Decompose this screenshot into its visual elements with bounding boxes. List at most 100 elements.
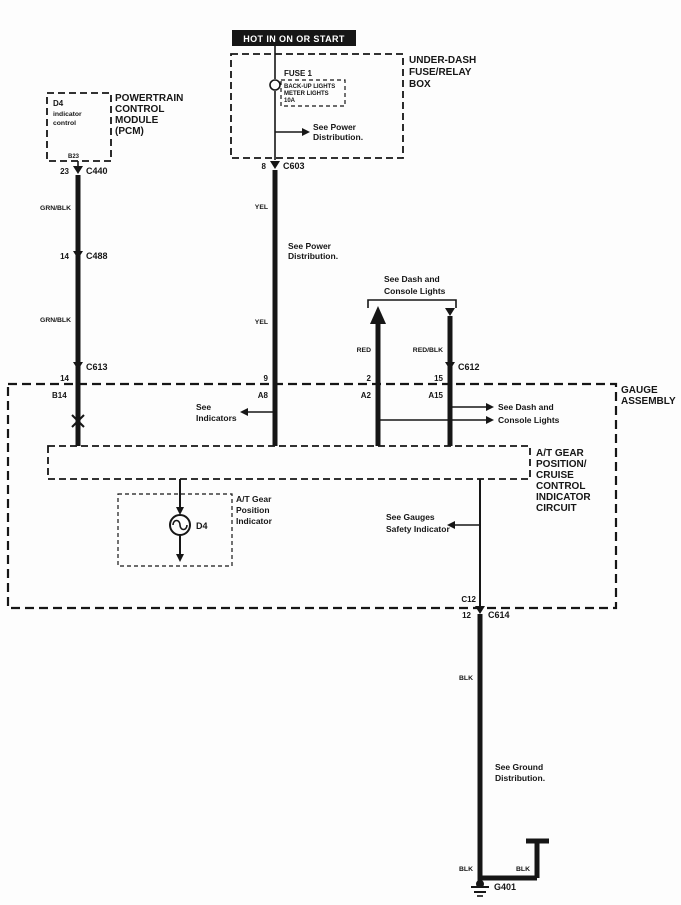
pcm-box-line2: indicator bbox=[53, 111, 82, 118]
c612-pin15-label: 15 bbox=[434, 374, 443, 383]
c612-pin2-label: 2 bbox=[367, 374, 372, 383]
see-indicators-label2: Indicators bbox=[196, 413, 237, 423]
gauge-title-line1: GAUGE bbox=[621, 385, 658, 396]
see-dash-arrow-upper-icon bbox=[486, 403, 494, 411]
pcm-box-line3: control bbox=[53, 120, 76, 127]
fuse-element-symbol bbox=[269, 79, 281, 91]
fuse-box-title-line2: FUSE/RELAY bbox=[409, 67, 472, 78]
circuit-title-line3: CRUISE bbox=[536, 470, 574, 481]
gauge-title-line2: ASSEMBLY bbox=[621, 396, 676, 407]
fuse-name-label: FUSE 1 bbox=[284, 69, 313, 78]
fuse-box-title-line1: UNDER-DASH bbox=[409, 55, 476, 66]
see-gauges-label2: Safety Indicator bbox=[386, 524, 450, 534]
circuit-title-line1: A/T GEAR bbox=[536, 448, 585, 459]
pcm-title-line4: (PCM) bbox=[115, 126, 144, 137]
indicator-box-outline bbox=[117, 493, 233, 567]
gauge-pin-a8-label: A8 bbox=[258, 391, 269, 400]
see-dash-right-label1: See Dash and bbox=[498, 402, 554, 412]
blk-wire-color-label-mid: BLK bbox=[459, 675, 473, 682]
see-indicators-arrow-icon bbox=[240, 408, 248, 416]
see-gauges-label1: See Gauges bbox=[386, 512, 435, 522]
hot-in-on-header-label: HOT IN ON OR START bbox=[243, 34, 345, 44]
pcm-section: D4 indicator control B23 POWERTRAIN CONT… bbox=[40, 92, 183, 446]
see-dash-top-label1: See Dash and bbox=[384, 274, 440, 284]
pcm-title-line3: MODULE bbox=[115, 115, 159, 126]
connector-c488-icon bbox=[73, 251, 83, 259]
gauge-pin-9-label: 9 bbox=[264, 374, 269, 383]
pcm-title-line2: CONTROL bbox=[115, 104, 164, 115]
see-power-mid-label1: See Power bbox=[288, 241, 332, 251]
grnblk-wire-color-label-bottom: GRN/BLK bbox=[40, 317, 71, 324]
c440-name-label: C440 bbox=[86, 166, 108, 176]
blk-wire-color-label-bottom: BLK bbox=[459, 866, 473, 873]
gauge-pin-b14-label: B14 bbox=[52, 391, 67, 400]
yel-wire-color-label-top: YEL bbox=[255, 204, 268, 211]
dash-lights-bracket bbox=[367, 299, 457, 308]
see-power-label2: Distribution. bbox=[313, 132, 363, 142]
see-indicators-label1: See bbox=[196, 402, 211, 412]
c440-pin-label: 23 bbox=[60, 167, 69, 176]
red-wire-up-arrow-icon bbox=[370, 306, 386, 324]
fuse-desc-line3: 10A bbox=[284, 98, 296, 104]
bulb-feed-arrow-icon bbox=[176, 507, 184, 515]
see-power-arrow-icon bbox=[302, 128, 310, 136]
fuse-desc-line2: METER LIGHTS bbox=[284, 91, 329, 97]
power-source-section: HOT IN ON OR START bbox=[232, 30, 356, 56]
circuit-title-line5: INDICATOR bbox=[536, 492, 591, 503]
d4-bulb-label: D4 bbox=[196, 521, 208, 531]
c613-name-label: C613 bbox=[86, 362, 108, 372]
d4-bulb-filament-icon bbox=[172, 519, 188, 531]
fuse-desc-line1: BACK-UP LIGHTS bbox=[284, 84, 335, 90]
connector-c613-icon bbox=[73, 362, 83, 370]
connector-c603-icon bbox=[270, 161, 280, 169]
circuit-title-line4: CONTROL bbox=[536, 481, 585, 492]
gauge-pin-a15-label: A15 bbox=[428, 391, 443, 400]
gauge-assembly-outline bbox=[6, 382, 618, 610]
see-ground-label2: Distribution. bbox=[495, 773, 545, 783]
gauge-pin-a2-label: A2 bbox=[361, 391, 372, 400]
under-dash-fuse-relay-box: UNDER-DASH FUSE/RELAY BOX FUSE 1 BACK-UP… bbox=[230, 53, 476, 160]
c612-name-label: C612 bbox=[458, 362, 480, 372]
gauge-assembly: GAUGE ASSEMBLY B14 9 A8 A2 A15 See Indic… bbox=[6, 374, 676, 610]
pcm-box-line1: D4 bbox=[53, 99, 64, 108]
fuse-relay-box-outline bbox=[230, 53, 404, 159]
see-power-label1: See Power bbox=[313, 122, 357, 132]
c614-pin-label: 12 bbox=[462, 611, 471, 620]
see-power-mid-label2: Distribution. bbox=[288, 251, 338, 261]
center-power-wire: 8 C603 YEL YEL See Power Distribution. bbox=[255, 161, 338, 446]
connector-c440-icon bbox=[73, 166, 83, 174]
bulb-return-arrow-icon bbox=[176, 554, 184, 562]
c488-pin-label: 14 bbox=[60, 252, 69, 261]
see-gauges-arrow-icon bbox=[447, 521, 455, 529]
circuit-title-line2: POSITION/ bbox=[536, 459, 587, 470]
indicator-title-line2: Position bbox=[236, 505, 270, 515]
grnblk-wire-color-label-top: GRN/BLK bbox=[40, 205, 71, 212]
c614-name-label: C614 bbox=[488, 610, 510, 620]
pcm-title-line1: POWERTRAIN bbox=[115, 93, 183, 104]
connector-c614-icon bbox=[475, 606, 485, 614]
redblk-terminal-icon bbox=[445, 308, 455, 316]
at-gear-indicator: A/T Gear Position Indicator D4 bbox=[117, 479, 273, 567]
indicator-title-line1: A/T Gear bbox=[236, 494, 272, 504]
see-dash-right-label2: Console Lights bbox=[498, 415, 560, 425]
fuse-description-box bbox=[280, 79, 346, 107]
yel-wire-color-label-bottom: YEL bbox=[255, 319, 268, 326]
indicator-title-line3: Indicator bbox=[236, 516, 273, 526]
c488-name-label: C488 bbox=[86, 251, 108, 261]
see-ground-label1: See Ground bbox=[495, 762, 543, 772]
see-dash-arrow-lower-icon bbox=[486, 416, 494, 424]
blk-wire-color-label-right: BLK bbox=[516, 866, 530, 873]
gauge-pin-c12-label: C12 bbox=[461, 595, 476, 604]
c613-pin-label: 14 bbox=[60, 374, 69, 383]
redblk-wire-color-label: RED/BLK bbox=[413, 347, 443, 354]
c603-name-label: C603 bbox=[283, 161, 305, 171]
c603-pin-label: 8 bbox=[262, 162, 267, 171]
hot-in-on-header-box bbox=[232, 30, 356, 46]
pcm-pin-b23-label: B23 bbox=[68, 154, 80, 160]
circuit-title-line6: CIRCUIT bbox=[536, 503, 577, 514]
b14-splice-icon bbox=[71, 414, 85, 428]
ground-section: 12 C614 BLK BLK See Ground Distribution.… bbox=[459, 606, 549, 897]
connector-c612-icon bbox=[445, 362, 455, 370]
